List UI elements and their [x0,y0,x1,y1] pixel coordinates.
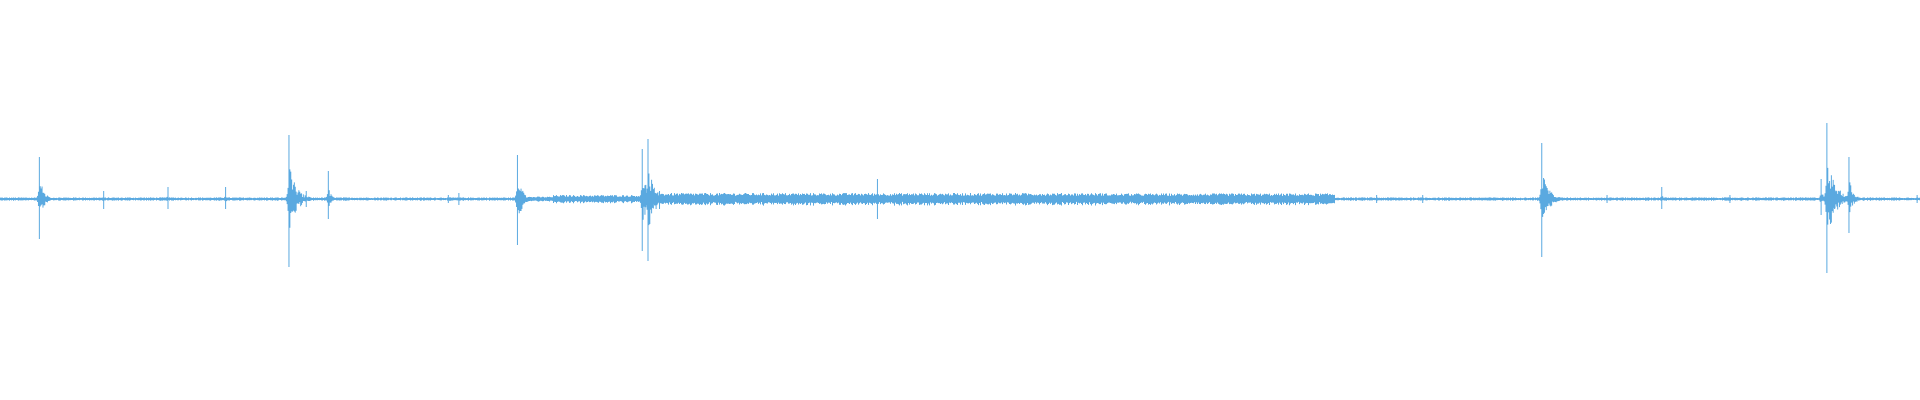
waveform-peak-19 [1658,187,1666,209]
waveform-peak-12 [644,139,671,261]
waveform-peak-6 [303,191,311,207]
waveform-peak-15 [1373,195,1381,203]
waveform-peak-17 [1538,143,1563,257]
waveform-peak-10 [514,155,535,245]
waveform-peak-25 [1913,195,1920,203]
waveform-peak-8 [445,195,453,203]
waveform-peak-24 [1845,157,1863,233]
waveform-peaks [36,123,1920,273]
waveform-peak-16 [1419,195,1427,203]
waveform-peak-23 [1831,185,1840,209]
waveform-peak-13 [656,191,664,209]
waveform-peak-14 [874,179,886,219]
waveform-peak-2 [100,191,108,209]
waveform-peak-18 [1603,195,1612,203]
waveform-peak-7 [325,171,338,219]
waveform-peak-3 [164,187,173,209]
waveform-peak-5 [285,135,313,267]
waveform-peak-4 [222,187,230,209]
waveform-peak-20 [1726,195,1735,203]
waveform-peak-9 [455,193,463,205]
waveform-peak-1 [36,157,55,239]
